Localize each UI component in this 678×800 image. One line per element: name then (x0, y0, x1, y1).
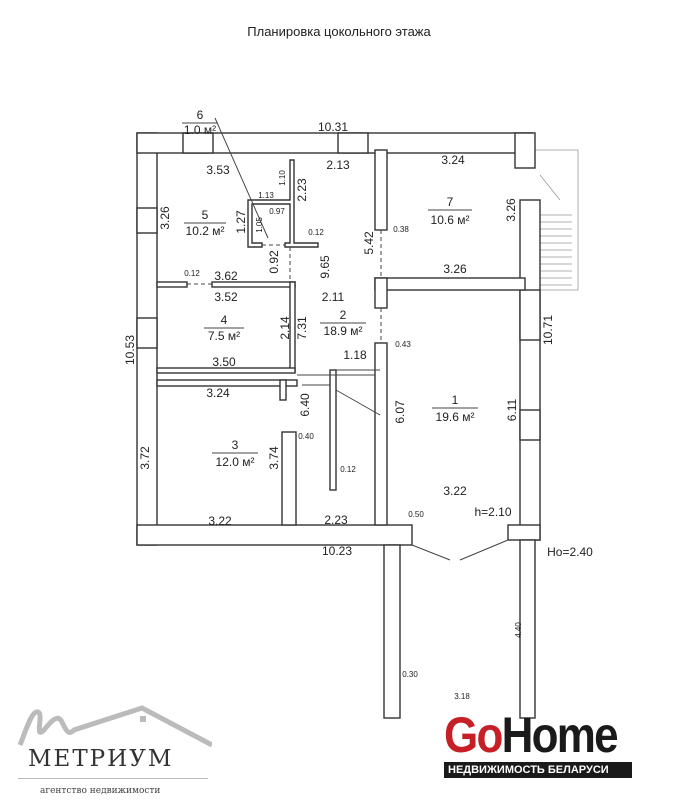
dim: 1.13 (258, 191, 274, 200)
dim: 2.13 (326, 158, 350, 172)
dim: 10.31 (318, 120, 348, 134)
dim: 2.14 (278, 316, 292, 340)
dim: 2.11 (322, 290, 345, 304)
dim: 3.26 (158, 206, 172, 230)
room-1-area: 19.6 м² (436, 410, 475, 424)
room-6-number: 6 (197, 108, 204, 122)
dim: 3.53 (206, 163, 230, 177)
dim: 1.18 (343, 348, 367, 362)
dim: 10.53 (123, 335, 137, 365)
room-2-area: 18.9 м² (324, 324, 363, 338)
metrium-name: МЕТРИУМ (28, 746, 174, 772)
dim: 1.10 (278, 170, 287, 186)
dim: 2.23 (324, 513, 348, 527)
dim: 3.26 (504, 198, 518, 222)
dim: 10.71 (541, 315, 555, 345)
ceiling-height: h=2.10 (474, 505, 511, 519)
room-labels: 1 19.6 м² 2 18.9 м² 3 12.0 м² 4 7.5 м² 5… (182, 108, 478, 469)
dim: 3.74 (267, 446, 281, 470)
metrium-tagline: агентство недвижимости (40, 786, 161, 796)
dim: 2.23 (295, 178, 309, 202)
dim: 3.22 (208, 514, 232, 528)
dim: 0.97 (269, 207, 285, 216)
dim: 3.26 (443, 262, 467, 276)
dim: 0.43 (395, 340, 411, 349)
gohome-home: Home (501, 707, 619, 763)
walls (136, 132, 541, 546)
dim: 3.24 (441, 153, 465, 167)
room-3-number: 3 (232, 438, 239, 452)
outdoor-stairs (535, 149, 579, 291)
gohome-tagline: НЕДВИЖИМОСТЬ БЕЛАРУСИ (444, 762, 632, 778)
dim: 3.18 (454, 692, 470, 701)
room-7-number: 7 (447, 195, 454, 209)
dim: 3.72 (138, 446, 152, 470)
room-7-area: 10.6 м² (431, 213, 470, 227)
dim: 0.30 (402, 670, 418, 679)
dim: 3.22 (443, 484, 467, 498)
room-3-area: 12.0 м² (216, 455, 255, 469)
page-title: Планировка цокольного этажа (247, 24, 431, 39)
room-5-area: 10.2 м² (186, 224, 225, 238)
gohome-go: Go (444, 707, 503, 763)
dim: 0.40 (298, 432, 314, 441)
dim: 0.38 (393, 225, 409, 234)
dim: 1.05 (255, 217, 264, 233)
dim: 0.50 (408, 510, 424, 519)
room-5-number: 5 (202, 208, 209, 222)
room-2-number: 2 (340, 308, 347, 322)
dim: 3.50 (212, 355, 236, 369)
dim: 6.40 (298, 393, 312, 417)
dim: 5.42 (362, 231, 376, 255)
metrium-divider (18, 778, 208, 779)
dim: 3.24 (206, 386, 230, 400)
metrium-logo: МЕТРИУМ агентство недвижимости (12, 700, 212, 800)
dim: 7.31 (295, 316, 309, 340)
floor-height: Ho=2.40 (547, 545, 593, 559)
dim: 0.92 (267, 250, 281, 274)
dim: 1.27 (234, 210, 248, 234)
room-4-number: 4 (221, 313, 228, 327)
dim: 3.52 (214, 290, 238, 304)
dim: 6.07 (393, 400, 407, 424)
room-4-area: 7.5 м² (208, 329, 240, 343)
porch-walls (383, 539, 536, 719)
dim: 6.11 (505, 398, 519, 421)
dim: 0.12 (340, 465, 356, 474)
gohome-logo: GoHome НЕДВИЖИМОСТЬ БЕЛАРУСИ (444, 710, 640, 778)
dim: 9.65 (318, 255, 332, 279)
dim: 10.23 (322, 544, 352, 558)
dim: 4.40 (514, 622, 523, 638)
stair-lines (297, 369, 381, 416)
dimension-labels: 10.31 3.53 2.13 3.24 1.13 1.10 2.23 0.97… (123, 120, 593, 701)
metrium-roof-icon (17, 705, 212, 748)
dim: 0.12 (308, 228, 324, 237)
door-lines (187, 117, 509, 561)
room-1-number: 1 (452, 393, 459, 407)
room-6-area: 1.0 м² (184, 123, 216, 137)
dim: 3.62 (214, 269, 238, 283)
dim: 0.12 (184, 269, 200, 278)
